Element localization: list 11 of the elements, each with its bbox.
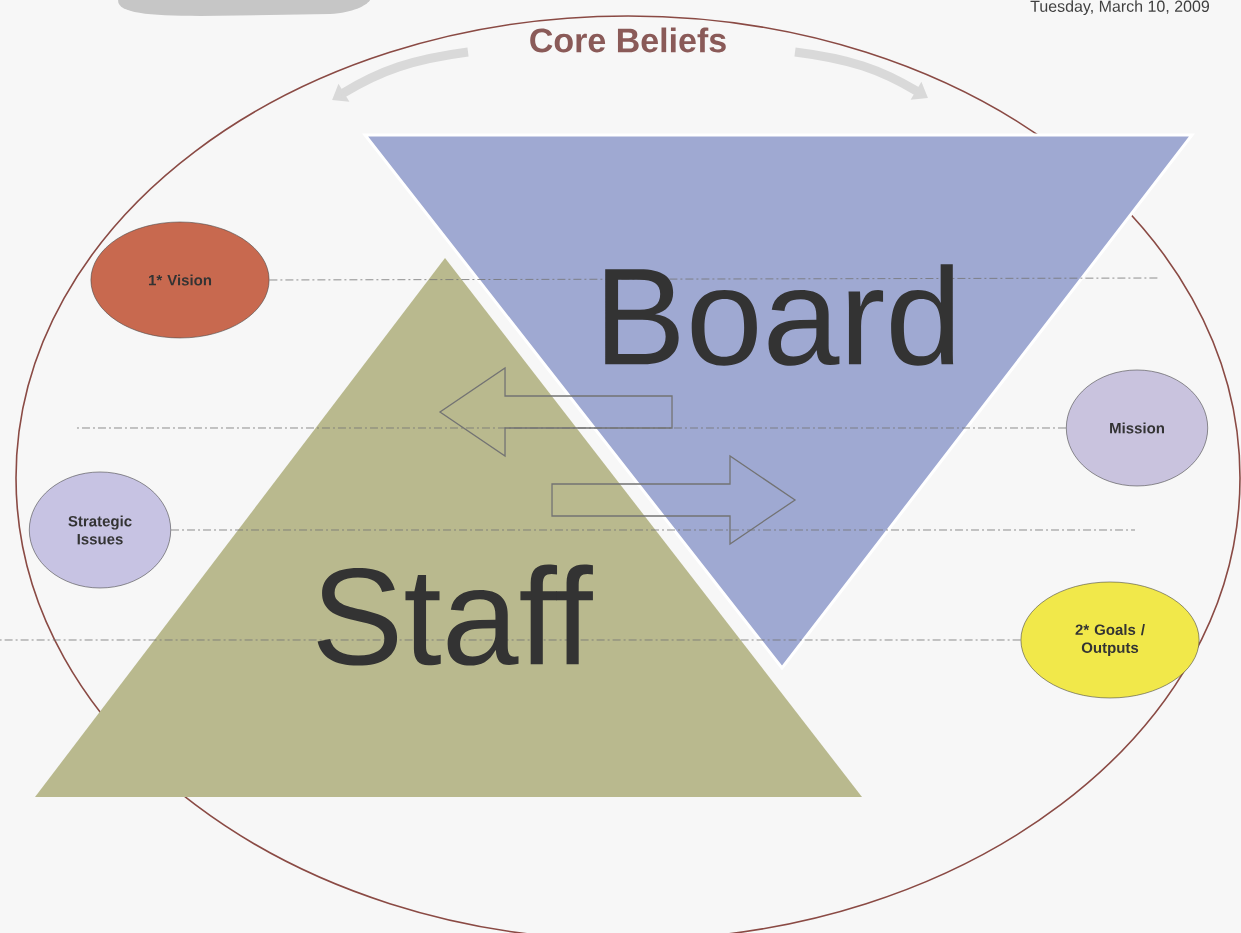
heading: Core Beliefs xyxy=(526,25,730,55)
block-arrow xyxy=(551,454,797,546)
dashed-line xyxy=(269,277,1161,281)
dashed-line xyxy=(0,639,1021,641)
dashed-line xyxy=(170,529,1136,531)
triangle-label: Board xyxy=(605,264,954,366)
block-arrow xyxy=(438,366,673,458)
triangle-label: Staff xyxy=(317,564,593,666)
date-label: Tuesday, March 10, 2009 xyxy=(1030,0,1210,16)
dashed-line xyxy=(74,427,1067,429)
tab-shape xyxy=(118,0,372,16)
